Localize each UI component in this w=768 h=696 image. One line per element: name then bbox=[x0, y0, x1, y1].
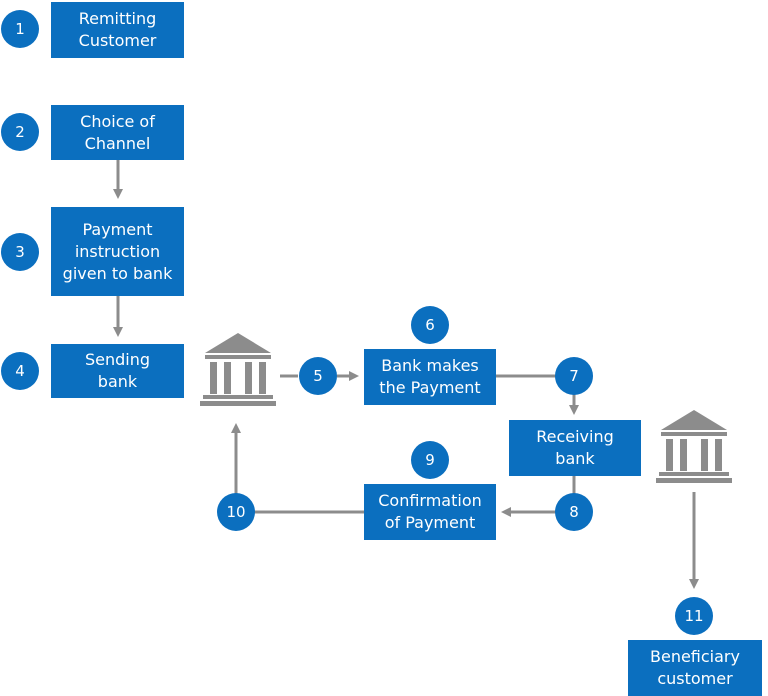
step-4-box: Sending bank bbox=[51, 344, 184, 398]
step-3-box: Payment instruction given to bank bbox=[51, 207, 184, 296]
bank-icon bbox=[656, 410, 732, 483]
step-1-label: Remitting Customer bbox=[78, 9, 157, 50]
step-7-box: Receiving bank bbox=[509, 420, 641, 476]
step-7-number: 7 bbox=[555, 357, 593, 395]
step-1-number: 1 bbox=[1, 10, 39, 48]
step-3-label: Payment instruction given to bank bbox=[62, 219, 173, 283]
step-9-number: 9 bbox=[411, 441, 449, 479]
step-10-number: 10 bbox=[217, 493, 255, 531]
step-11-number: 11 bbox=[675, 597, 713, 635]
step-7-label: Receiving bank bbox=[536, 427, 614, 468]
step-8-number: 8 bbox=[555, 493, 593, 531]
step-6-box: Bank makes the Payment bbox=[364, 349, 496, 405]
step-2-box: Choice of Channel bbox=[51, 105, 184, 160]
step-4-number: 4 bbox=[1, 352, 39, 390]
step-4-label: Sending bank bbox=[84, 350, 151, 391]
step-2-number: 2 bbox=[1, 113, 39, 151]
step-5-number: 5 bbox=[299, 357, 337, 395]
step-11-label: Beneficiary customer bbox=[650, 647, 740, 688]
step-6-number: 6 bbox=[411, 306, 449, 344]
bank-icon bbox=[200, 333, 276, 406]
step-9-label: Confirmation of Payment bbox=[378, 491, 482, 532]
step-11-box: Beneficiary customer bbox=[628, 640, 762, 696]
step-9-box: Confirmation of Payment bbox=[364, 484, 496, 540]
step-2-label: Choice of Channel bbox=[80, 111, 155, 153]
step-1-box: Remitting Customer bbox=[51, 2, 184, 58]
step-3-number: 3 bbox=[1, 233, 39, 271]
step-6-label: Bank makes the Payment bbox=[379, 356, 481, 397]
